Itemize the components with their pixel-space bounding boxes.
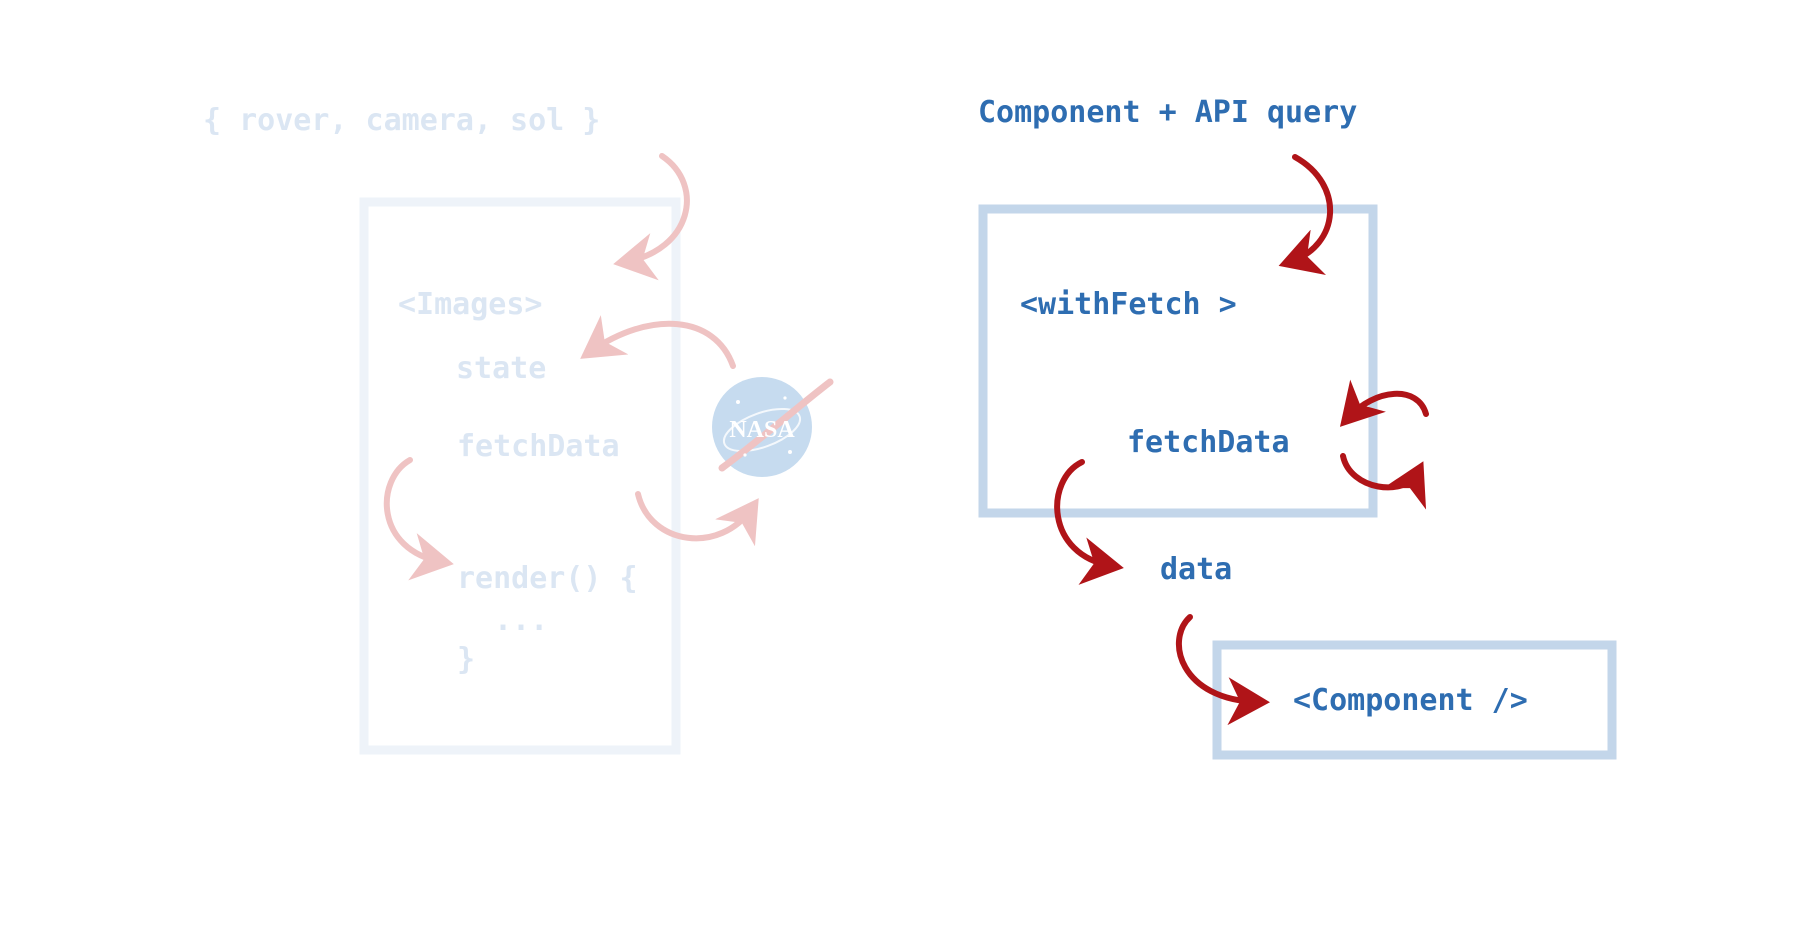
query-to-withfetch-arrow xyxy=(1278,154,1333,276)
component-label: <Component /> xyxy=(1293,683,1528,718)
left-fetchdata-label: fetchData xyxy=(457,429,620,464)
render-close-label: } xyxy=(457,642,476,677)
images-component-box xyxy=(359,197,681,755)
props-label: { rover, camera, sol } xyxy=(203,103,601,138)
nasa-logo-icon: NASA xyxy=(712,377,834,477)
fetchdata-to-nasa-arrow xyxy=(635,491,759,547)
props-to-images-arrow xyxy=(613,153,690,281)
component-api-query-title: Component + API query xyxy=(978,95,1358,130)
component-box xyxy=(1212,640,1617,760)
fetchdata-request-arrow xyxy=(1339,379,1429,427)
images-component-label: <Images> xyxy=(398,287,543,322)
fetchdata-to-data-arrow xyxy=(1054,459,1124,585)
nasa-logo-text: NASA xyxy=(729,417,795,443)
state-label: state xyxy=(456,351,547,386)
render-body-label: ... xyxy=(494,603,549,638)
fetchdata-to-render-arrow xyxy=(383,457,454,581)
nasa-to-state-arrow xyxy=(580,315,736,369)
data-to-component-arrow xyxy=(1175,614,1270,726)
withfetch-box xyxy=(978,204,1378,518)
fetchdata-response-arrow xyxy=(1340,453,1426,510)
data-label: data xyxy=(1160,552,1233,587)
render-open-label: render() { xyxy=(457,561,638,596)
withfetch-label: <withFetch > xyxy=(1020,287,1237,322)
right-fetchdata-label: fetchData xyxy=(1127,425,1290,460)
